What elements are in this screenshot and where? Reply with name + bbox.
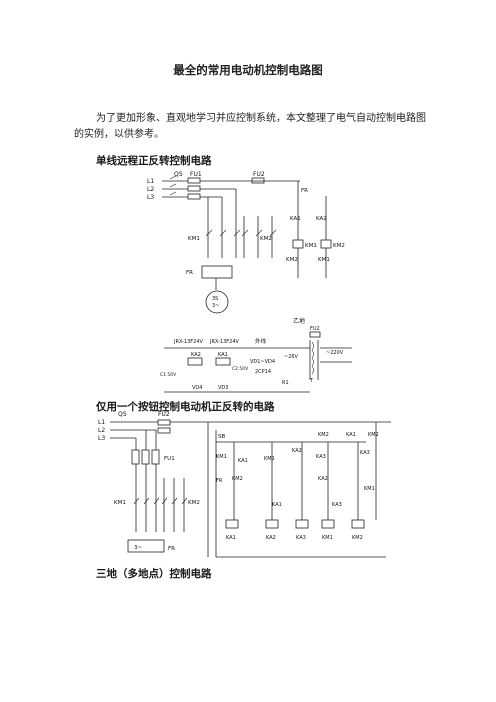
label-ka2-relay: KA2 [191,352,201,358]
label-d2-l2: L2 [98,427,105,434]
label-d2-motor: 3~ [134,545,142,551]
label-d2-ka1-c: KA1 [272,502,282,508]
label-d2-ka3-a: KA3 [316,454,326,460]
label-d2-km1-a: KM1 [216,454,227,460]
label-vd-model: 2CP14 [255,369,271,375]
label-l2: L2 [147,186,154,193]
label-d2-km2: KM2 [188,500,200,506]
label-d2-ka3-c: KA3 [332,502,342,508]
label-fr-ctrl: FR [301,188,308,194]
intro-paragraph: 为了更加形象、直观地学习并应控制系统，本文整理了电气自动控制电路图的实例，以供参… [74,113,426,140]
label-motor: 3S [212,296,218,302]
label-d2-km2-a: KM2 [318,432,329,438]
label-relay-1: JRX-13F24V [173,339,204,345]
label-d2-km1: KM1 [114,500,126,506]
label-r1: R1 [282,380,289,386]
label-ka1-ctrl: KA1 [290,216,301,222]
label-fu2-remote: FU2 [310,326,320,332]
circuit-diagram-2: L1 L2 L3 QS FU2 FU1 KM1 KM2 3~ FR SB KM1… [98,411,391,558]
label-d2-km2-c: KM2 [232,476,243,482]
label-fu1: FU1 [190,171,202,178]
section-heading-2: 仅用一个按钮控制电动机正反转的电路 [96,401,275,413]
label-relay-2: JRX-13F24V [209,339,240,345]
label-ka1-relay: KA1 [218,352,228,358]
label-coil-ka1: KA1 [226,535,236,541]
label-coil-ka3: KA3 [296,535,306,541]
label-d2-km2-b: KM2 [368,432,379,438]
circuit-diagram-1-remote: 乙地 JRX-13F24V JRX-13F24V 外线 KA2 KA1 VD1~… [160,317,352,393]
label-cap-1: C1 50V [160,372,177,378]
label-coil-km1: KM1 [322,535,333,541]
label-l1: L1 [147,178,154,185]
label-d2-l3: L3 [98,435,105,442]
label-d2-l1: L1 [98,419,105,426]
label-d2-km1-c: KM1 [364,486,375,492]
label-motor-phase: 3~ [212,303,219,309]
label-qs: QS [174,171,183,178]
circuit-diagram-1: L1 L2 L3 QS FU1 FU2 KM1 KM2 FR 3S 3~ FR … [147,171,345,314]
label-km2-int: KM2 [286,257,298,263]
label-cap-2: C2 50V [232,366,249,372]
motor-icon [205,290,229,314]
label-d2-ka1-a: KA1 [238,458,248,464]
label-fr: FR [186,270,193,276]
label-d2-fu2: FU2 [158,411,170,418]
label-outer-wire: 外线 [255,337,267,345]
label-coil-ka2: KA2 [266,535,276,541]
label-d2-ka1-b: KA1 [346,432,356,438]
label-d2-ka2-a: KA2 [292,448,302,454]
label-transformer: T [309,378,314,384]
label-fu2: FU2 [253,171,265,178]
label-km1: KM1 [188,236,200,242]
section-heading-3: 三地（多地点）控制电路 [96,568,212,580]
label-26v: ~26V [284,354,299,360]
label-km2-coil: KM2 [333,243,345,249]
label-coil-km2: KM2 [352,535,363,541]
label-l3: L3 [147,194,154,201]
label-sb: SB [218,434,225,440]
label-d2-fr: FR [168,546,175,552]
label-ka2-ctrl: KA2 [316,216,327,222]
label-km2: KM2 [260,236,272,242]
document-title: 最全的常用电动机控制电路图 [173,63,323,77]
label-d2-ka3-b: KA3 [360,450,370,456]
label-vd4: VD4 [192,385,202,391]
label-km1-coil: KM1 [305,243,317,249]
label-d2-qs: QS [118,411,127,418]
label-220v: ~220V [326,350,344,356]
label-d2-fu1: FU1 [164,456,175,462]
label-d2-ka2-b: KA2 [318,476,328,482]
label-vd3: VD3 [218,385,228,391]
label-d2-km1-b: KM1 [264,456,275,462]
section-heading-1: 单线远程正反转控制电路 [96,155,212,167]
label-km1-int: KM1 [318,257,330,263]
label-b-site: 乙地 [293,317,305,325]
label-vd1-vd4: VD1~VD4 [250,359,275,365]
label-d2-fr-ctrl: FR [216,478,223,484]
